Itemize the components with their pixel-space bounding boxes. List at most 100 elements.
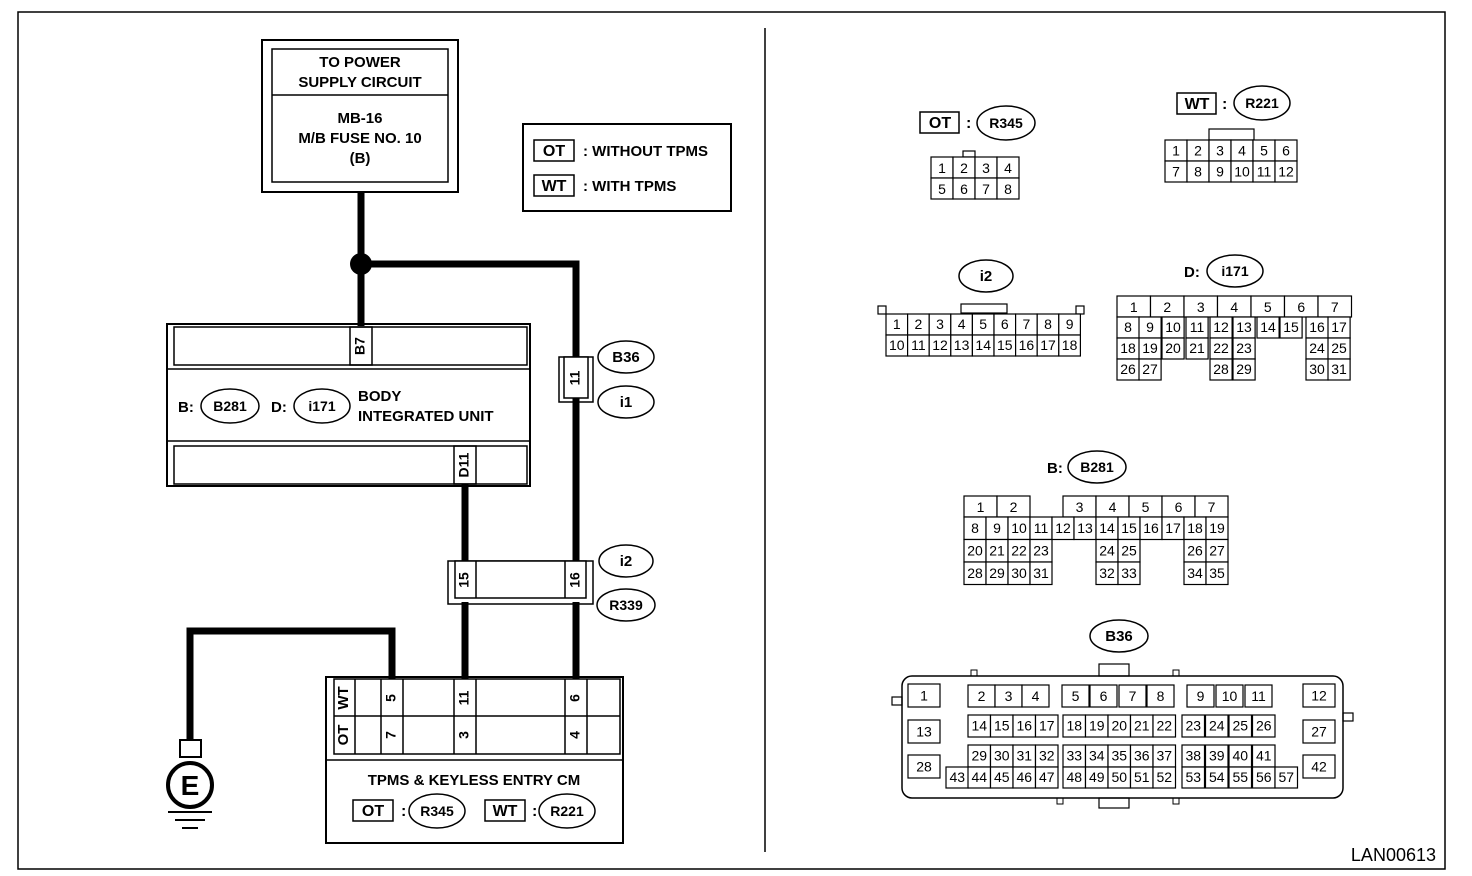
pin-number: 30 <box>1309 361 1325 377</box>
pin-number: 26 <box>1120 361 1136 377</box>
r221-wt-code: WT <box>1185 96 1210 113</box>
pin-number: 18 <box>1187 520 1203 536</box>
pin-cell <box>1021 684 1050 708</box>
pin-cell <box>1034 766 1059 789</box>
pin-number: 48 <box>1066 769 1082 785</box>
pin-number: 1 <box>893 316 901 332</box>
pin-number: 1 <box>1172 143 1180 159</box>
pin-number: 16 <box>1016 718 1032 734</box>
pin-number: 31 <box>1331 361 1347 377</box>
pin-cell <box>907 683 941 708</box>
pin-cell <box>1204 766 1229 789</box>
b281-label: B281 <box>1080 459 1114 475</box>
i2-pin-16: 16 <box>567 572 583 588</box>
pin-number: 22 <box>1156 718 1172 734</box>
pin-cell <box>1302 754 1336 779</box>
pin-number: 21 <box>1134 718 1150 734</box>
pin-cell <box>996 177 1020 200</box>
tpms-ot-pin-4: 4 <box>567 731 583 739</box>
pin-number: 4 <box>958 316 966 332</box>
pin-number: 12 <box>1213 319 1229 335</box>
pin-number: 53 <box>1185 769 1201 785</box>
pin-number: 23 <box>1033 542 1049 558</box>
pin-number: 44 <box>971 769 987 785</box>
pin-cell <box>1061 684 1090 708</box>
pin-number: 10 <box>889 337 905 353</box>
pin-number: 9 <box>1197 688 1205 704</box>
pin-cell <box>1256 316 1280 339</box>
pin-number: 20 <box>1111 718 1127 734</box>
pin-number: 4 <box>1032 688 1040 704</box>
pin-number: 1 <box>938 160 946 176</box>
pin-cell <box>1251 714 1276 738</box>
pin-number: 13 <box>1077 520 1093 536</box>
pin-number: 11 <box>911 337 926 353</box>
pin-number: 18 <box>1066 718 1082 734</box>
pin-number: 6 <box>1001 316 1009 332</box>
pin-cell <box>1274 766 1299 789</box>
pin-number: 17 <box>1039 718 1055 734</box>
pin-number: 7 <box>1172 164 1180 180</box>
pin-number: 37 <box>1156 748 1172 764</box>
pin-number: 4 <box>1004 160 1012 176</box>
pin-number: 10 <box>1165 319 1181 335</box>
pin-number: 6 <box>1175 499 1183 515</box>
pin-number: 55 <box>1232 769 1248 785</box>
tpms-ot-colon: : <box>401 803 406 820</box>
b281-prefix: B: <box>1047 460 1063 477</box>
pin-number: 43 <box>949 769 965 785</box>
pin-cell <box>1161 337 1185 360</box>
pin-number: 1 <box>1130 299 1138 315</box>
pin-cell <box>1146 684 1175 708</box>
pin-d11: D11 <box>456 452 472 477</box>
power-box-line1: TO POWER <box>319 54 401 71</box>
pin-number: 28 <box>967 565 983 581</box>
r221-sep: : <box>1222 96 1227 113</box>
pin-number: 9 <box>1216 164 1224 180</box>
pin-number: 10 <box>1234 164 1250 180</box>
pin-number: 12 <box>1278 164 1294 180</box>
pin-number: 38 <box>1185 748 1201 764</box>
pin-number: 19 <box>1142 340 1158 356</box>
pin-number: 20 <box>967 542 983 558</box>
pin-number: 50 <box>1111 769 1127 785</box>
pin-number: 13 <box>1236 319 1252 335</box>
pin-number: 19 <box>1209 520 1225 536</box>
pin-number: 7 <box>1023 316 1031 332</box>
pin-number: 40 <box>1232 748 1248 764</box>
pin-number: 26 <box>1256 718 1272 734</box>
pin-number: 39 <box>1209 748 1225 764</box>
pin-number: 52 <box>1156 769 1172 785</box>
pin-number: 8 <box>1044 316 1052 332</box>
pin-number: 18 <box>1120 340 1136 356</box>
pin-number: 23 <box>1185 718 1201 734</box>
pin-number: 15 <box>997 337 1013 353</box>
diagram-frame <box>17 11 1446 870</box>
tpms-ot-pin-3: 3 <box>456 731 472 739</box>
pin-number: 3 <box>1005 688 1013 704</box>
pin-number: 2 <box>915 316 923 332</box>
pin-number: 25 <box>1232 718 1248 734</box>
pin-number: 9 <box>1146 319 1154 335</box>
pin-number: 4 <box>1230 299 1238 315</box>
figure-id: LAN00613 <box>1351 845 1436 865</box>
pin-cell <box>1302 683 1336 708</box>
pin-cell <box>1274 160 1298 183</box>
b36-pin: 11 <box>567 370 583 385</box>
pin-cell <box>1089 684 1118 708</box>
pin-number: 57 <box>1278 769 1294 785</box>
pin-number: 6 <box>960 181 968 197</box>
connector-b36-i1: 11 B36 i1 <box>558 340 655 419</box>
pin-number: 36 <box>1134 748 1150 764</box>
pin-number: 8 <box>1194 164 1202 180</box>
pin-number: 14 <box>975 337 991 353</box>
connector-i2-r339: 15 16 i2 R339 <box>447 544 656 622</box>
pin-number: 2 <box>978 688 986 704</box>
pin-number: 33 <box>1121 565 1137 581</box>
power-box-line2: SUPPLY CIRCUIT <box>298 74 421 91</box>
pin-number: 10 <box>1011 520 1027 536</box>
pin-number: 5 <box>979 316 987 332</box>
